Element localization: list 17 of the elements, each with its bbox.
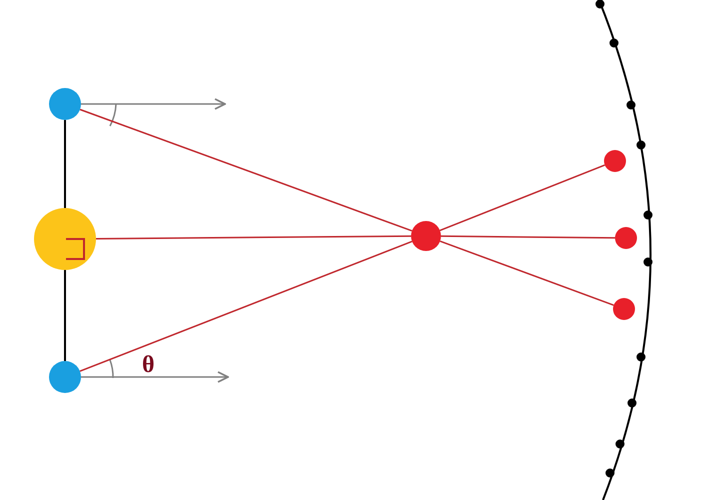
line: [64, 120, 66, 208]
line: [64, 270, 66, 361]
line: [96, 235, 411, 240]
line: [80, 240, 412, 372]
arrow: [81, 98, 226, 110]
angle-label: θ: [142, 353, 155, 377]
arrow: [81, 371, 229, 383]
planet-circle: [49, 361, 81, 393]
star-circle: [613, 298, 635, 320]
star-circle: [411, 221, 441, 251]
line: [440, 164, 606, 232]
star-circle: [615, 227, 637, 249]
star-circle: [604, 150, 626, 172]
line: [80, 108, 412, 232]
line: [440, 240, 614, 306]
planet-circle: [49, 88, 81, 120]
line: [441, 235, 615, 239]
